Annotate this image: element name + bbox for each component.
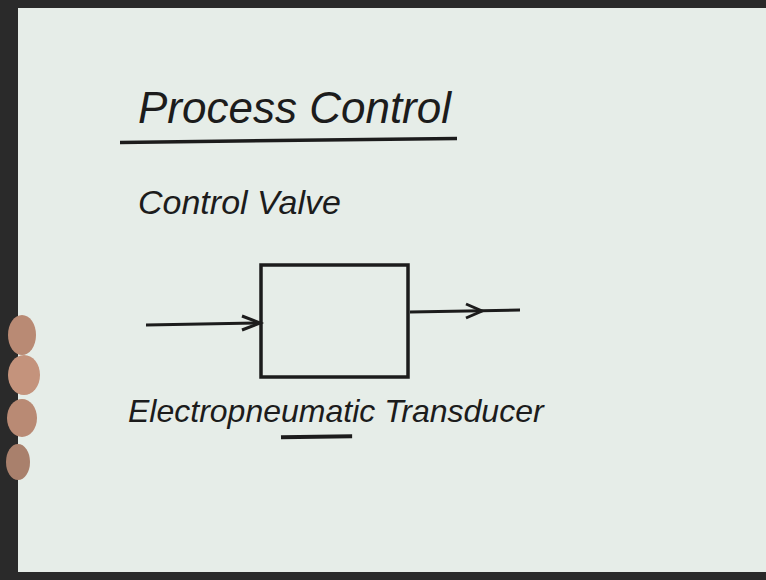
slide-title: Process Control (138, 84, 451, 132)
inlet-arrowhead (242, 316, 260, 330)
valve-box (261, 265, 408, 377)
text-holder: Process Control (138, 84, 451, 132)
finger (8, 355, 40, 395)
outlet-arrowhead (466, 304, 482, 318)
title-underline (120, 138, 457, 142)
component-label: Electropneumatic Transducer (128, 394, 544, 429)
finger (7, 399, 37, 437)
finger (6, 444, 30, 480)
text-holder: Control Valve (138, 184, 341, 221)
inlet-line (146, 323, 259, 325)
text-holder: Electropneumatic Transducer (128, 394, 544, 429)
component-label: Control Valve (138, 184, 341, 221)
emphasis-underline (281, 436, 352, 437)
finger (8, 315, 36, 355)
outlet-line (410, 310, 520, 312)
